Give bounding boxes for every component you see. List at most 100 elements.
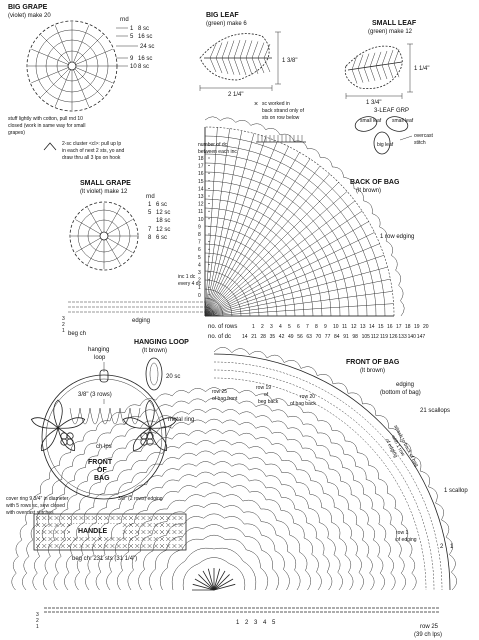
dc-number: 14 <box>242 334 248 340</box>
dc-count-label: 2 <box>198 278 201 284</box>
dc-number: 147 <box>417 334 426 340</box>
front-assembly-section: metal ring 3/8" (3 rows) ch lps FRONT OF… <box>6 369 194 516</box>
big-grape-round-label-3: 16 sc <box>138 56 152 62</box>
dc-count-label: 0 <box>198 293 201 299</box>
big-grape-title: BIG GRAPE <box>8 4 48 11</box>
assembly-leaf <box>57 417 86 429</box>
back-of-bag-fan-chart <box>68 116 405 317</box>
dc-number: 91 <box>343 334 349 340</box>
small-grape-round-7: 7 <box>148 227 152 233</box>
big-grape-round-label-2: 24 sc <box>140 44 154 50</box>
dc-number: 105 <box>362 334 371 340</box>
front-bottom-mark: 5 <box>272 620 276 626</box>
big-grape-round-5: 5 <box>130 34 134 40</box>
back-strand-symbol-icon: × <box>254 101 258 108</box>
one-scallop-label: 1 scallop <box>444 488 468 494</box>
dc-number: 98 <box>352 334 358 340</box>
small-grape-round-1: 1 <box>148 202 152 208</box>
row-number: 13 <box>360 324 366 330</box>
row-number: 1 <box>252 324 255 330</box>
hanging-loop-title: HANGING LOOP <box>134 339 189 346</box>
dc-number: 112 <box>371 334 379 340</box>
small-grape-subtitle: (lt violet) make 12 <box>80 189 128 195</box>
dc-number: 21 <box>251 334 257 340</box>
dc-count-label: 6 <box>198 247 201 253</box>
dc-count-label: 3 <box>198 270 201 276</box>
leaf-group-small-leaf-2: small leaf <box>392 118 414 124</box>
front-bottom-mark: 4 <box>263 620 267 626</box>
big-grape-note-line-1: stuff lightly with cotton, pull rnd 10 <box>8 116 83 122</box>
assembly-grape <box>60 438 68 446</box>
row-number: 3 <box>270 324 273 330</box>
front-left-mark: 1 <box>36 624 39 630</box>
cover-note-line-2: with 5 rows sc, sew closed <box>6 503 65 509</box>
dc-number: 35 <box>270 334 276 340</box>
dc-count-label: 18 <box>198 156 204 162</box>
small-leaf-subtitle: (green) make 12 <box>368 29 413 35</box>
cluster-note-line-3: draw thru all 3 lps on hook <box>62 155 121 161</box>
front-left-mark: 3 <box>36 612 39 618</box>
big-grape-round-label-1: 16 sc <box>138 34 152 40</box>
hanging-loop-chart <box>145 357 163 391</box>
dc-count-label: 4 <box>198 262 201 268</box>
back-of-bag-title: BACK OF BAG <box>350 179 400 186</box>
dc-number: 49 <box>288 334 294 340</box>
assembly-grape <box>66 438 74 446</box>
front-of-bag-section: FRONT OF BAG (lt brown) edging (bottom o… <box>11 347 468 638</box>
hanging-loop-subtitle: (lt brown) <box>142 348 167 354</box>
assembly-leaf <box>53 399 63 429</box>
small-leaf-title: SMALL LEAF <box>372 20 417 27</box>
big-grape-note-line-2: closed (work in same way for small <box>8 123 86 129</box>
big-grape-round-10: 10 <box>130 64 137 70</box>
row-number: 17 <box>396 324 402 330</box>
big-grape-round-label-4: 8 sc <box>138 64 149 70</box>
dc-count-label: 12 <box>198 202 204 208</box>
front-bottom-mark: 2 <box>245 620 249 626</box>
front-left-marks: 321 <box>36 612 39 630</box>
row-number: 16 <box>387 324 393 330</box>
row1-label-1: row 1 <box>396 530 408 536</box>
back-strand-note-line-3: sts on row below <box>262 115 300 121</box>
back-strand-note-line-2: back strand only of <box>262 108 305 114</box>
dc-number: 140 <box>408 334 417 340</box>
front-edging-label: 3/8" (3 rows) <box>78 392 112 398</box>
big-grape-round-label-0: 8 sc <box>138 26 149 32</box>
big-leaf-chart <box>199 33 272 81</box>
assembly-grape <box>146 438 154 446</box>
dc-number: 56 <box>297 334 303 340</box>
front-rim-rows <box>213 347 457 591</box>
dc-count-label: 5 <box>198 255 201 261</box>
small-grape-round-label-0: 6 sc <box>156 202 167 208</box>
row-number: 19 <box>414 324 420 330</box>
assembly-leaf <box>30 417 59 429</box>
cover-note-line-1: cover ring 9 3/4" in diameter <box>6 496 69 502</box>
front-edging2-label: 3/8" (2 rows) edging <box>118 496 163 502</box>
front-right-mark-2: 2 <box>440 544 444 550</box>
cluster-note-line-1: 2-sc cluster <cl>: pull up lp <box>62 141 121 147</box>
hanging-loop-sc: 20 sc <box>166 374 180 380</box>
small-leaf-chart <box>344 45 403 89</box>
handle-beg-ch: beg ch: 231 sts (31 1/4") <box>72 556 137 562</box>
big-grape-subtitle: (violet) make 20 <box>8 13 51 19</box>
small-grape-round-label-3: 12 sc <box>156 227 170 233</box>
front-label-line-3: BAG <box>94 475 110 482</box>
row25-label-2: of bag front <box>212 396 238 402</box>
dc-count-label: 17 <box>198 164 204 170</box>
front-of-bag-title: FRONT OF BAG <box>346 359 400 366</box>
front-bottom-mark: 1 <box>236 620 240 626</box>
big-leaf-title: BIG LEAF <box>206 12 239 19</box>
dc-count-label: 10 <box>198 217 204 223</box>
row-number: 10 <box>333 324 339 330</box>
assembly-chain-loops <box>69 407 141 425</box>
row-number: 5 <box>288 324 291 330</box>
no-of-rows-label: no. of rows <box>208 324 237 330</box>
dc-count-label: 11 <box>198 209 203 215</box>
dc-count-label: 7 <box>198 240 201 246</box>
front-right-mark-1: 1 <box>450 544 454 550</box>
small-grape-round-5: 5 <box>148 210 152 216</box>
dc-count-label: 13 <box>198 194 204 200</box>
cluster-symbol-icon <box>43 142 57 151</box>
assembly-leaf <box>40 427 59 452</box>
